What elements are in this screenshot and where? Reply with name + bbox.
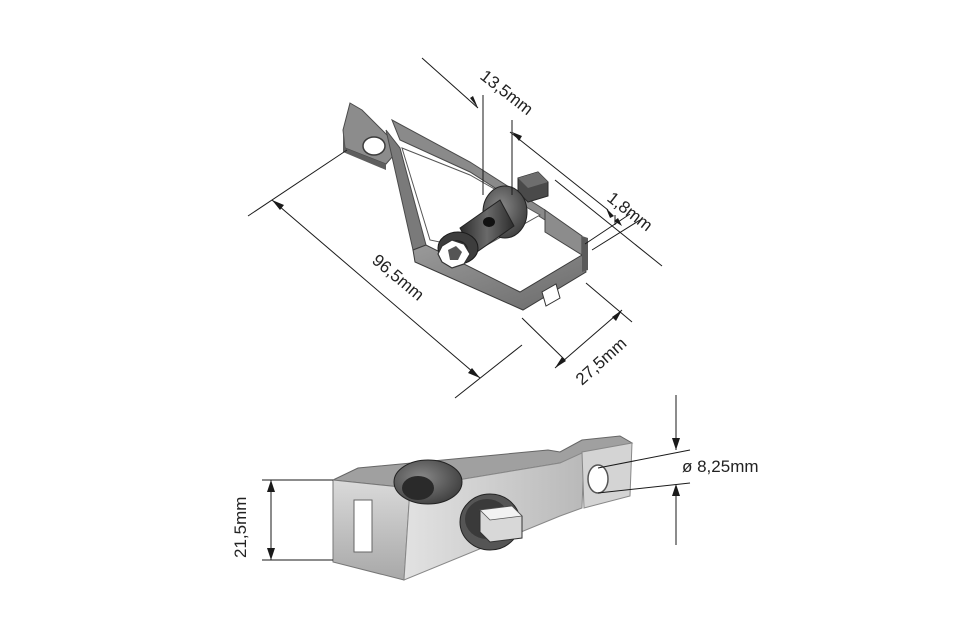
- mounting-hole: [362, 136, 386, 156]
- side-slot: [353, 499, 373, 553]
- side-tab-hole: [587, 464, 609, 494]
- dimension-height: 21,5mm: [231, 479, 333, 561]
- dimension-hole-diameter: ø 8,25mm: [597, 395, 759, 545]
- dimension-label-hole-diameter: ø 8,25mm: [682, 457, 759, 476]
- tensioner-side-view: [331, 435, 634, 581]
- dimension-label-top-width: 13,5mm: [477, 66, 537, 119]
- dimension-label-thickness: 1,8mm: [604, 188, 657, 235]
- tensioner-top-view: [342, 102, 588, 311]
- dimension-label-height: 21,5mm: [231, 497, 250, 558]
- axle-cross-hole: [483, 217, 495, 227]
- square-window: [541, 283, 561, 307]
- dimension-label-depth: 27,5mm: [572, 334, 630, 389]
- dimension-thickness: 1,8mm: [554, 179, 663, 267]
